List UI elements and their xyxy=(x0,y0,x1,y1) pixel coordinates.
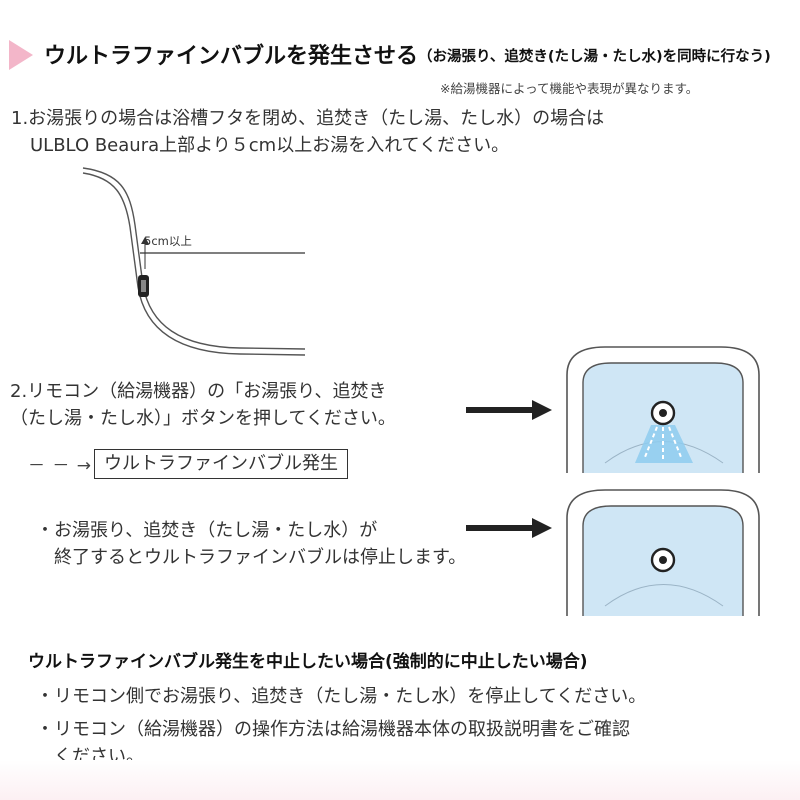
water-level-label: 5cm以上 xyxy=(144,234,192,248)
stop-note: ・お湯張り、追焚き（たし湯・たし水）が 終了するとウルトラファインバブルは停止し… xyxy=(36,517,466,571)
page-title: ウルトラファインバブルを発生させる xyxy=(44,44,419,69)
title-note: （お湯張り、追焚き(たし湯・たし水)を同時に行なう) xyxy=(418,49,771,65)
step-2-line-2: （たし湯・たし水）」ボタンを押してください。 xyxy=(10,408,396,429)
step-2-text: 2.リモコン（給湯機器）の「お湯張り、追焚き （たし湯・たし水）」ボタンを押して… xyxy=(10,378,396,432)
stop-bullet-2-line-1: ・リモコン（給湯機器）の操作方法は給湯機器本体の取扱説明書をご確認 xyxy=(36,719,630,740)
step-1-line-1: 1.お湯張りの場合は浴槽フタを閉め、追焚き（たし湯、たし水）の場合は xyxy=(11,108,605,129)
disclaimer: ※給湯機器によって機能や表現が異なります。 xyxy=(440,81,699,96)
right-arrow-icon xyxy=(466,400,552,420)
right-arrow-icon xyxy=(466,518,552,538)
step-2-line-1: 2.リモコン（給湯機器）の「お湯張り、追焚き xyxy=(10,381,387,402)
bathtub-bubbles-illustration xyxy=(566,346,760,473)
stop-note-line-1: ・お湯張り、追焚き（たし湯・たし水）が xyxy=(36,520,378,541)
stop-section-title: ウルトラファインバブル発生を中止したい場合(強制的に中止したい場合) xyxy=(28,652,588,672)
result-arrow: － － → xyxy=(28,456,93,476)
water-level-diagram xyxy=(82,167,306,356)
step-1-text: 1.お湯張りの場合は浴槽フタを閉め、追焚き（たし湯、たし水）の場合は ULBLO… xyxy=(11,105,604,159)
header-triangle-icon xyxy=(9,40,33,70)
bathtub-stopped-illustration xyxy=(566,489,760,616)
footer-decoration xyxy=(0,760,800,800)
step-1-line-2: ULBLO Beaura上部より５cm以上お湯を入れてください。 xyxy=(30,135,510,156)
result-box: ウルトラファインバブル発生 xyxy=(94,449,348,479)
stop-bullet-1: ・リモコン側でお湯張り、追焚き（たし湯・たし水）を停止してください。 xyxy=(36,686,647,707)
stop-note-line-2: 終了するとウルトラファインバブルは停止します。 xyxy=(36,547,467,568)
